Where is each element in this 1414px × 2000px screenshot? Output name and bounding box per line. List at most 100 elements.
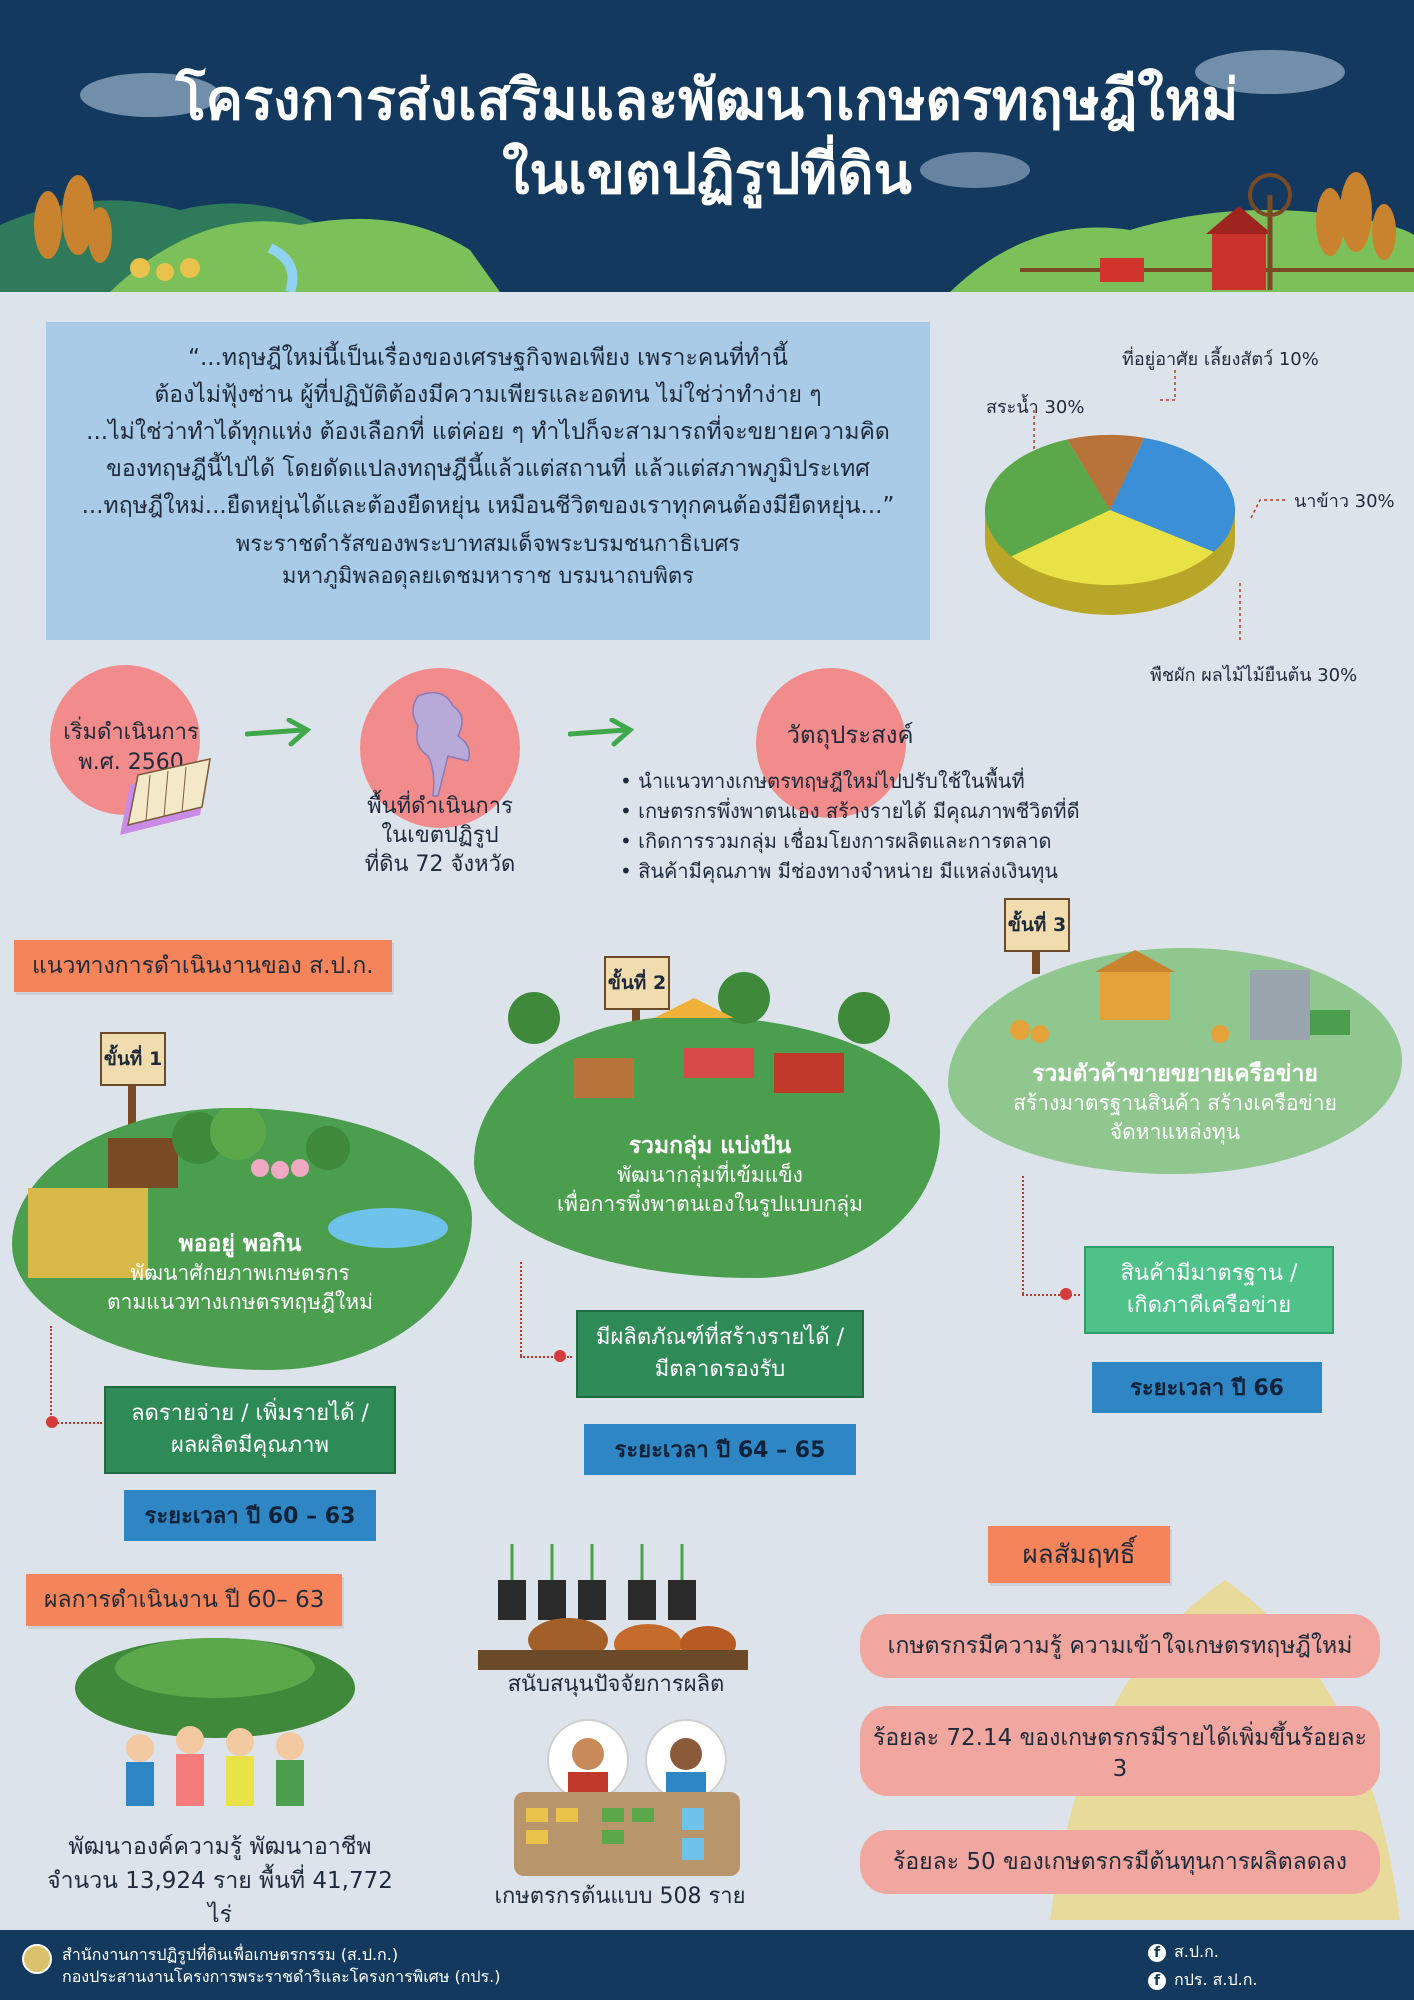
step2-desc1: พัฒนากลุ่มที่เข้มแข็ง	[617, 1163, 803, 1187]
pie-slice-pond	[1110, 437, 1235, 552]
step2-text: รวมกลุ่ม แบ่งปัน พัฒนากลุ่มที่เข้มแข็ง เ…	[500, 1132, 920, 1219]
objective-item: สินค้ามีคุณภาพ มีช่องทางจำหน่าย มีแหล่งเ…	[620, 856, 1080, 886]
step2-outcome-1: มีผลิตภัณฑ์ที่สร้างรายได้ /	[596, 1325, 844, 1350]
objectives-title: วัตถุประสงค์	[786, 721, 914, 749]
land-use-rice-label: นาข้าว 30%	[1294, 491, 1395, 512]
connector-dot	[554, 1350, 566, 1362]
support-label: สนับสนุนปัจจัยการผลิต	[507, 1672, 725, 1697]
connector-line	[520, 1356, 572, 1358]
step2-outcome-2: มีตลาดรองรับ	[654, 1357, 786, 1382]
connector-line	[50, 1422, 102, 1424]
connector-line	[50, 1326, 52, 1422]
achievements-title: ผลสัมฤทธิ์	[988, 1526, 1170, 1583]
step1-outcome: ลดรายจ่าย / เพิ่มรายได้ / ผลผลิตมีคุณภาพ	[104, 1386, 396, 1474]
pie-slice-rice	[1011, 510, 1214, 585]
quote-line: ของทฤษฎีนี้ไปได้ โดยดัดแปลงทฤษฎีนี้แล้วแ…	[106, 456, 870, 482]
sign-post	[128, 1086, 136, 1136]
footer-org2: กองประสานงานโครงการพระราชดำริและโครงการพ…	[62, 1967, 501, 1986]
header-banner: โครงการส่งเสริมและพัฒนาเกษตรทฤษฎีใหม่ ใน…	[0, 0, 1414, 292]
objectives-list: นำแนวทางเกษตรทฤษฎีใหม่ไปปรับใช้ในพื้นที่…	[620, 766, 1080, 886]
step1-outcome-2: ผลผลิตมีคุณภาพ	[170, 1433, 330, 1458]
connector-line	[520, 1262, 522, 1356]
step3-desc1: สร้างมาตรฐานสินค้า สร้างเครือข่าย	[1013, 1091, 1337, 1115]
page-title-line2: ในเขตปฏิรูปที่ดิน	[502, 142, 912, 207]
achievement-item: เกษตรกรมีความรู้ ความเข้าใจเกษตรทฤษฎีใหม…	[860, 1614, 1380, 1678]
step1-desc2: ตามแนวทางเกษตรทฤษฎีใหม่	[107, 1290, 373, 1314]
landscape-illustration	[0, 50, 1414, 292]
facebook-icon: f	[1148, 1944, 1166, 1962]
step3-blob	[948, 948, 1402, 1174]
objective-item: เกิดการรวมกลุ่ม เชื่อมโยงการผลิตและการตล…	[620, 826, 1080, 856]
footer-org1: สำนักงานการปฏิรูปที่ดินเพื่อเกษตรกรรม (ส…	[62, 1945, 399, 1964]
step3-outcome-2: เกิดภาคีเครือข่าย	[1126, 1293, 1292, 1318]
quote-attribution-1: พระราชดำรัสของพระบาทสมเด็จพระบรมชนกาธิเบ…	[235, 532, 741, 557]
step3-outcome: สินค้ามีมาตรฐาน / เกิดภาคีเครือข่าย	[1084, 1246, 1334, 1334]
area-label: พื้นที่ดำเนินการ ในเขตปฏิรูป ที่ดิน 72 จ…	[350, 792, 530, 879]
pie-leader-lines	[1033, 370, 1285, 640]
facebook-link-kpr[interactable]: f กปร. ส.ป.ก.	[1148, 1966, 1257, 1994]
connector-line	[1022, 1176, 1024, 1294]
arrow-right-icon	[245, 718, 312, 747]
footer: สำนักงานการปฏิรูปที่ดินเพื่อเกษตรกรรม (ส…	[0, 1930, 1414, 2000]
land-use-pond-label: สระน้ำ 30%	[986, 397, 1085, 418]
market-illustration	[508, 972, 890, 1098]
land-use-housing-label: ที่อยู่อาศัย เลี้ยงสัตว์ 10%	[1122, 349, 1319, 370]
objective-item: นำแนวทางเกษตรทฤษฎีใหม่ไปปรับใช้ในพื้นที่	[620, 766, 1080, 796]
sign-post	[1032, 942, 1040, 974]
facebook-icon: f	[1148, 1972, 1166, 1990]
step1-outcome-1: ลดรายจ่าย / เพิ่มรายได้ /	[131, 1401, 369, 1426]
area-line2: ในเขตปฏิรูป	[381, 823, 499, 848]
step3-sign: ขั้นที่ 3	[1004, 898, 1070, 952]
step1-heading: พออยู่ พอกิน	[178, 1231, 302, 1257]
production-support-illustration	[478, 1544, 748, 1670]
start-line1: เริ่มดำเนินการ	[63, 720, 199, 745]
results-title: ผลการดำเนินงาน ปี 60– 63	[26, 1574, 343, 1626]
pie-slice-crops	[985, 439, 1110, 557]
thailand-map-icon	[412, 691, 470, 797]
quote-line: “...ทฤษฎีใหม่นี้เป็นเรื่องของเศรษฐกิจพอเ…	[188, 345, 788, 371]
page-title-line1: โครงการส่งเสริมและพัฒนาเกษตรทฤษฎีใหม่	[175, 68, 1239, 133]
area-line3: ที่ดิน 72 จังหวัด	[364, 852, 516, 877]
achievement-item: ร้อยละ 72.14 ของเกษตรกรมีรายได้เพิ่มขึ้น…	[860, 1706, 1380, 1796]
connector-dot	[1060, 1288, 1072, 1300]
achievement-item: ร้อยละ 50 ของเกษตรกรมีต้นทุนการผลิตลดลง	[860, 1830, 1380, 1894]
quote-line: ...ไม่ใช่ว่าทำได้ทุกแห่ง ต้องเลือกที่ แต…	[86, 419, 890, 445]
facebook-page-name: กปร. ส.ป.ก.	[1174, 1970, 1258, 1989]
start-label: เริ่มดำเนินการ พ.ศ. 2560	[46, 718, 216, 778]
step1-desc1: พัฒนาศักยภาพเกษตรกร	[130, 1261, 350, 1285]
step2-period: ระยะเวลา ปี 64 – 65	[584, 1424, 856, 1475]
training-line2: จำนวน 13,924 ราย พื้นที่ 41,772 ไร่	[47, 1868, 393, 1928]
royal-quote-box: “...ทฤษฎีใหม่นี้เป็นเรื่องของเศรษฐกิจพอเ…	[46, 322, 930, 640]
objective-item: เกษตรกรพึ่งพาตนเอง สร้างรายได้ มีคุณภาพช…	[620, 796, 1079, 826]
step3-heading: รวมตัวค้าขายขยายเครือข่าย	[1032, 1061, 1318, 1087]
quote-line: ต้องไม่ฟุ้งซ่าน ผู้ที่ปฏิบัติต้องมีความเ…	[154, 382, 822, 408]
pie-slice-housing	[1067, 435, 1145, 510]
step1-period: ระยะเวลา ปี 60 – 63	[124, 1490, 376, 1541]
step3-text: รวมตัวค้าขายขยายเครือข่าย สร้างมาตรฐานสิ…	[960, 1060, 1390, 1147]
training-line1: พัฒนาองค์ความรู้ พัฒนาอาชีพ	[68, 1834, 372, 1860]
model-farmers-illustration	[514, 1719, 740, 1876]
quote-attribution-2: มหาภูมิพลอดุลยเดชมหาราช บรมนาถบพิตร	[282, 564, 694, 589]
step3-period: ระยะเวลา ปี 66	[1092, 1362, 1322, 1413]
step2-sign: ขั้นที่ 2	[604, 956, 670, 1010]
step1-text: พออยู่ พอกิน พัฒนาศักยภาพเกษตรกร ตามแนวท…	[40, 1230, 440, 1317]
land-use-pie-chart	[985, 435, 1235, 615]
farm-illustration	[28, 1108, 448, 1278]
arrow-right-icon	[568, 718, 635, 747]
quote-line: ...ทฤษฎีใหม่...ยืดหยุ่นได้และต้องยืดหยุ่…	[81, 493, 895, 519]
land-use-crops-label: พืชผัก ผลไม้ไม้ยืนต้น 30%	[1150, 665, 1358, 686]
footer-orgs: สำนักงานการปฏิรูปที่ดินเพื่อเกษตรกรรม (ส…	[62, 1944, 500, 1988]
trade-network-illustration	[1010, 950, 1350, 1043]
model-farmers-label: เกษตรกรต้นแบบ 508 ราย	[494, 1884, 746, 1909]
step1-sign: ขั้นที่ 1	[100, 1032, 166, 1086]
alro-seal-logo	[22, 1944, 52, 1974]
training-result: พัฒนาองค์ความรู้ พัฒนาอาชีพ จำนวน 13,924…	[40, 1830, 400, 1932]
connector-line	[1022, 1294, 1080, 1296]
calendar-icon	[120, 758, 211, 835]
step3-desc2: จัดหาแหล่งทุน	[1109, 1120, 1241, 1144]
farmers-illustration	[75, 1638, 355, 1806]
connector-dot	[46, 1416, 58, 1428]
step2-outcome: มีผลิตภัณฑ์ที่สร้างรายได้ / มีตลาดรองรับ	[576, 1310, 864, 1398]
step3-outcome-1: สินค้ามีมาตรฐาน /	[1120, 1261, 1298, 1286]
